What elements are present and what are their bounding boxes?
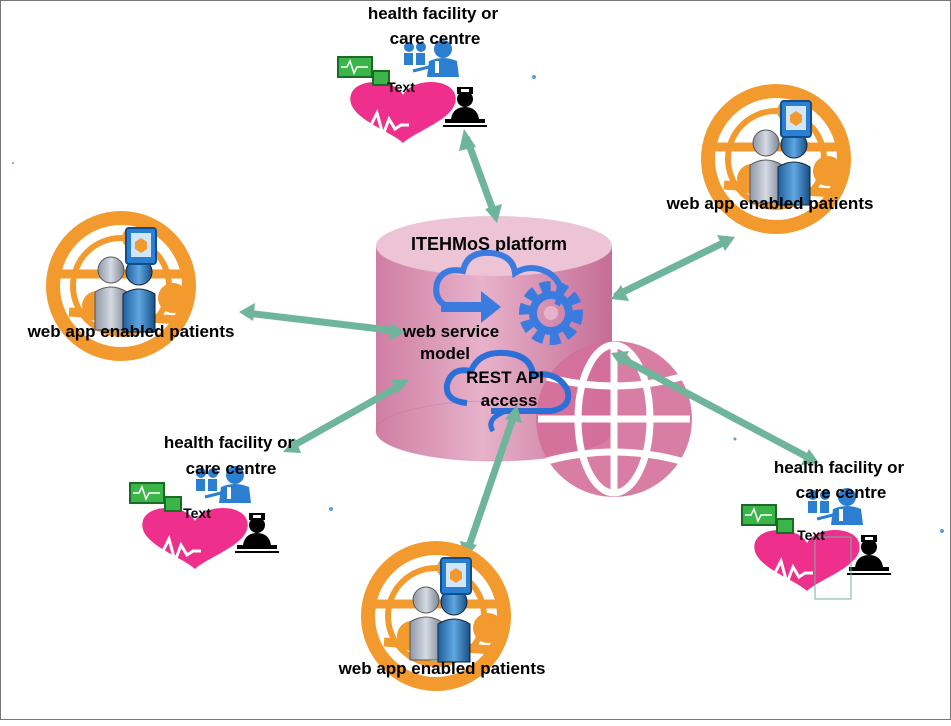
- connector-arrows: [243, 135, 815, 553]
- monitor-caption-left: Text: [183, 505, 211, 521]
- monitor-caption-right: Text: [797, 527, 825, 543]
- monitor-caption-top: Text: [387, 79, 415, 95]
- patients-label-right: web app enabled patients: [666, 194, 874, 213]
- facility-label-top-1: health facility or: [368, 4, 499, 23]
- rest-api-label-2: access: [481, 391, 538, 410]
- patients-label-left: web app enabled patients: [27, 322, 235, 341]
- facility-label-left-1: health facility or: [164, 433, 295, 452]
- facility-label-left-2: care centre: [186, 459, 277, 478]
- web-service-label-1: web service: [402, 322, 499, 341]
- facility-label-right-2: care centre: [796, 483, 887, 502]
- arrow-heads: [239, 129, 819, 559]
- patients-label-bottom: web app enabled patients: [338, 659, 546, 678]
- rest-api-label-1: REST API: [466, 368, 544, 387]
- arrow-bottom-patients: [464, 411, 518, 553]
- stray-dots: [12, 75, 944, 533]
- arrow-left-patients: [243, 309, 401, 335]
- arrow-right-icon: [441, 291, 501, 323]
- arrow-right-patients: [613, 237, 731, 299]
- facility-label-top-2: care centre: [390, 29, 481, 48]
- selection-box: [814, 536, 852, 600]
- arrow-top-facility: [463, 135, 498, 217]
- arrow-left-facility: [287, 381, 405, 451]
- cloud-icon: [433, 249, 564, 310]
- platform-title: ITEHMoS platform: [411, 234, 567, 254]
- facility-label-right-1: health facility or: [774, 458, 905, 477]
- gear-icon: [519, 281, 583, 345]
- globe-icon: [536, 341, 692, 497]
- web-service-label-2: model: [420, 344, 470, 363]
- rest-cloud-icon: [443, 349, 572, 433]
- arrow-right-facility: [615, 353, 815, 463]
